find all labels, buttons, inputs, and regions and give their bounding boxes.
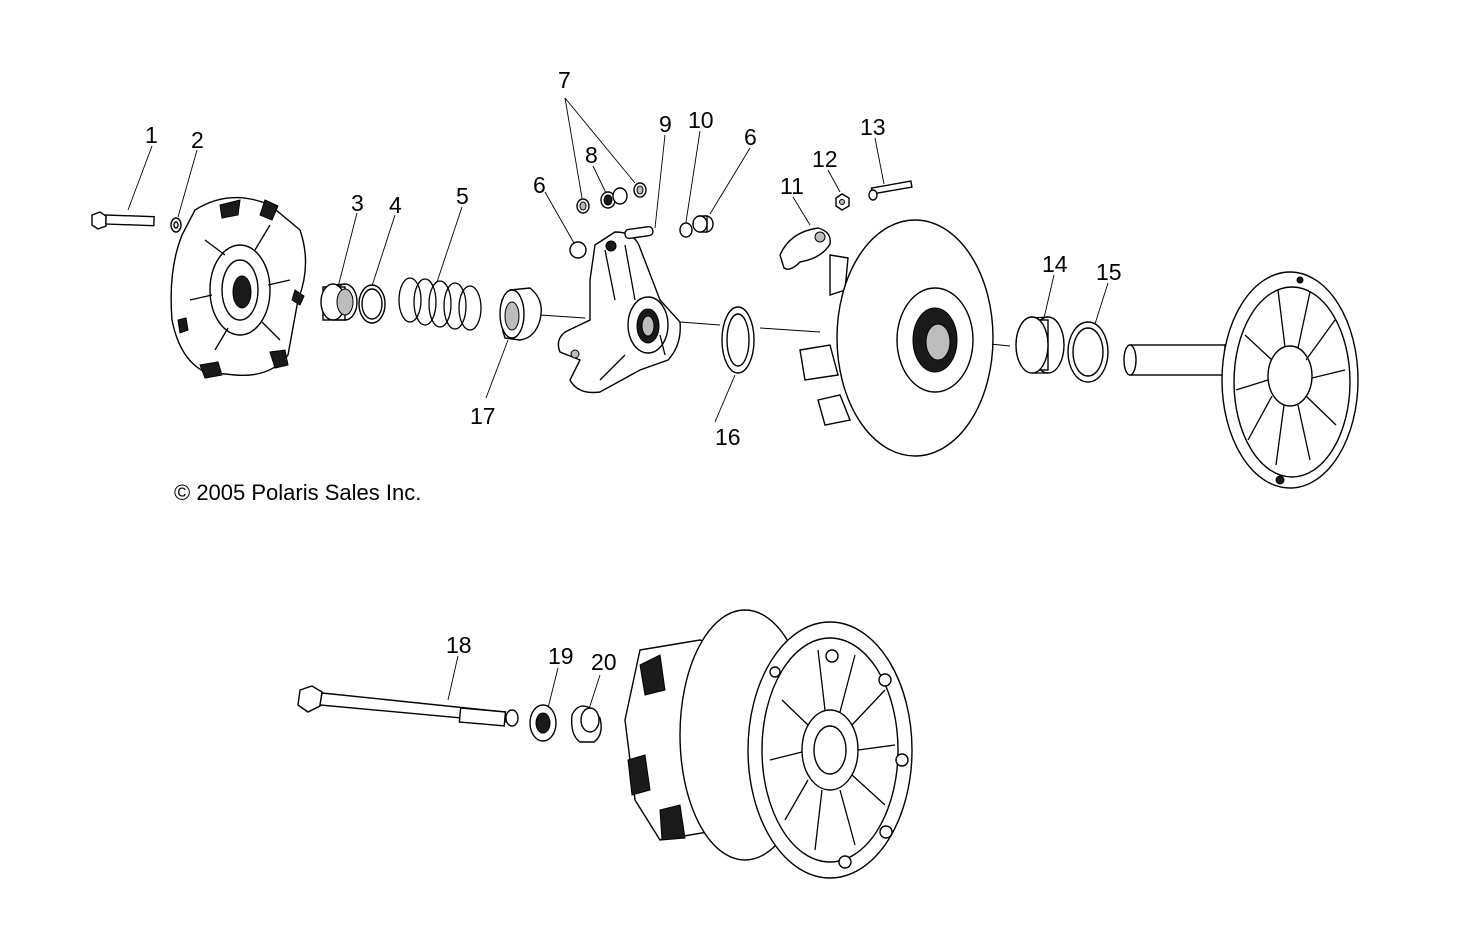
fixed-sheave-shaft bbox=[1123, 271, 1359, 489]
part-20-bushing bbox=[570, 705, 602, 743]
callout-15: 15 bbox=[1096, 259, 1122, 285]
part-2-washer bbox=[170, 217, 182, 233]
leader-lines bbox=[127, 97, 1109, 713]
part-6-roller-left bbox=[569, 241, 587, 259]
part-12-nut bbox=[835, 193, 850, 211]
part-18-bolt-long bbox=[297, 685, 519, 727]
callout-5: 5 bbox=[456, 183, 469, 209]
copyright-notice: © 2005 Polaris Sales Inc. bbox=[174, 480, 421, 505]
callout-12: 12 bbox=[812, 146, 838, 172]
callout-6b: 6 bbox=[744, 124, 757, 150]
callout-20: 20 bbox=[591, 649, 617, 675]
callout-14: 14 bbox=[1042, 251, 1068, 277]
callout-7: 7 bbox=[558, 67, 571, 93]
part-15-ring bbox=[1067, 321, 1109, 383]
part-5-spring bbox=[398, 277, 482, 331]
part-17-cup-bushing bbox=[499, 287, 542, 341]
part-11-weight bbox=[779, 227, 831, 270]
part-16-washer-ring bbox=[721, 306, 755, 374]
part-14-bushing bbox=[1015, 316, 1065, 374]
callout-4: 4 bbox=[389, 192, 402, 218]
part-4-ring bbox=[358, 284, 386, 324]
assembled-clutch bbox=[624, 609, 913, 879]
part-19-washer bbox=[529, 704, 557, 742]
part-6-roller-right bbox=[692, 215, 714, 233]
callout-3: 3 bbox=[351, 190, 364, 216]
callout-16: 16 bbox=[715, 424, 741, 450]
callout-13: 13 bbox=[860, 114, 886, 140]
cover-spider-housing bbox=[170, 196, 307, 379]
part-9-pin bbox=[624, 225, 654, 240]
part-13-pin bbox=[868, 180, 913, 201]
callout-8: 8 bbox=[585, 142, 598, 168]
part-7-washers bbox=[576, 182, 647, 214]
moveable-sheave bbox=[799, 219, 994, 457]
callout-10: 10 bbox=[688, 107, 714, 133]
callout-19: 19 bbox=[548, 643, 574, 669]
callout-18: 18 bbox=[446, 632, 472, 658]
part-1-bolt bbox=[91, 211, 155, 230]
part-10-washer bbox=[679, 222, 693, 238]
callout-9: 9 bbox=[659, 111, 672, 137]
part-8-roller bbox=[600, 187, 628, 209]
callout-6a: 6 bbox=[533, 172, 546, 198]
callout-1: 1 bbox=[145, 122, 158, 148]
callout-11: 11 bbox=[780, 173, 804, 199]
part-3-bushing bbox=[320, 283, 358, 321]
callout-2: 2 bbox=[191, 127, 204, 153]
callout-labels: 1 2 3 4 5 6 7 8 9 10 6 11 12 13 14 15 16… bbox=[145, 67, 1122, 675]
callout-17: 17 bbox=[470, 403, 496, 429]
part-spider-arm bbox=[557, 231, 681, 394]
